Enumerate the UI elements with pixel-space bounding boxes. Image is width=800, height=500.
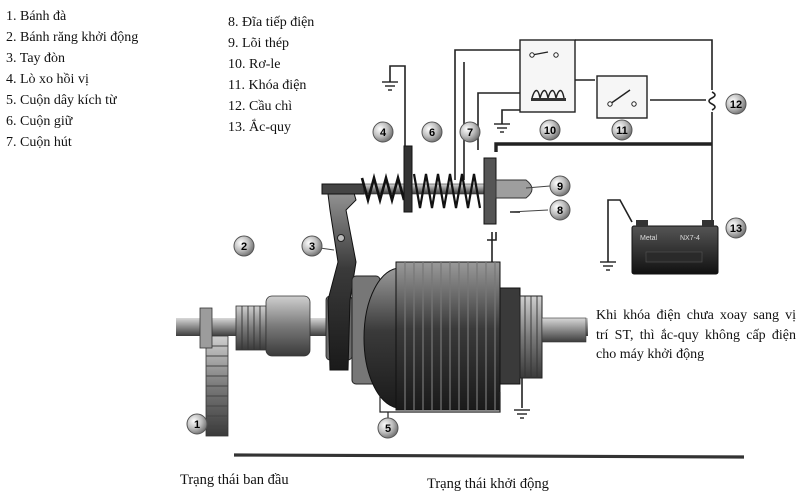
solenoid-plate: [403, 145, 413, 213]
legend-item: 5. Cuộn dây kích từ: [6, 93, 117, 108]
callout-8: 8: [549, 199, 571, 221]
svg-text:9: 9: [557, 181, 563, 193]
battery: Metal NX7-4: [631, 220, 719, 275]
caption-initial-state: Trạng thái ban đầu: [180, 472, 289, 488]
steel-core: [495, 179, 533, 199]
relay: [519, 39, 576, 113]
legend-item: 9. Lõi thép: [228, 36, 290, 51]
callout-7: 7: [459, 121, 481, 143]
shift-lever: [321, 183, 365, 371]
callout-12: 12: [725, 93, 747, 115]
svg-text:7: 7: [467, 127, 473, 139]
callout-3: 3: [301, 235, 323, 257]
svg-text:13: 13: [730, 223, 742, 235]
svg-text:3: 3: [309, 241, 315, 253]
callout-5: 5: [377, 417, 399, 439]
svg-text:4: 4: [380, 127, 387, 139]
ground-symbols: [382, 81, 616, 419]
svg-text:11: 11: [616, 125, 628, 137]
legend-item: 7. Cuộn hút: [6, 135, 72, 150]
callout-9: 9: [549, 175, 571, 197]
contact-disc: [483, 157, 497, 225]
battery-label: Metal: [640, 235, 658, 242]
legend-item: 10. Rơ-le: [228, 57, 281, 72]
flywheel: [205, 335, 229, 437]
svg-text:2: 2: [241, 241, 247, 253]
callout-leaders: [319, 185, 551, 251]
timeline-line: [233, 453, 745, 459]
callout-4: 4: [372, 121, 394, 143]
svg-text:12: 12: [730, 99, 742, 111]
callout-10: 10: [539, 119, 561, 141]
legend-item: 3. Tay đòn: [6, 51, 66, 66]
legend-item: 12. Cầu chì: [228, 99, 293, 114]
svg-text:10: 10: [544, 125, 556, 137]
svg-text:1: 1: [194, 419, 200, 431]
ignition-switch: [596, 75, 648, 119]
callouts: 1 2 3 4 5 6 7 8 9 10 11 12 13: [186, 93, 747, 439]
svg-text:8: 8: [557, 205, 563, 217]
callout-6: 6: [421, 121, 443, 143]
battery-model: NX7-4: [680, 235, 700, 242]
legend-item: 13. Ắc-quy: [228, 120, 291, 135]
legend-item: 8. Đĩa tiếp điện: [228, 15, 315, 30]
svg-text:5: 5: [385, 423, 391, 435]
callout-1: 1: [186, 413, 208, 435]
parts-legend-left: 1. Bánh đà 2. Bánh răng khởi động 3. Tay…: [6, 6, 138, 153]
legend-item: 11. Khóa điện: [228, 78, 307, 93]
svg-text:6: 6: [429, 127, 435, 139]
legend-item: 2. Bánh răng khởi động: [6, 30, 139, 45]
legend-item: 6. Cuộn giữ: [6, 114, 73, 129]
motor-body: [351, 261, 587, 411]
wiring: [389, 39, 716, 408]
callout-11: 11: [611, 119, 633, 141]
parts-legend-right: 8. Đĩa tiếp điện 9. Lõi thép 10. Rơ-le 1…: [228, 12, 314, 138]
caption-starting-state: Trạng thái khởi động: [427, 476, 549, 492]
callout-2: 2: [233, 235, 255, 257]
legend-item: 4. Lò xo hồi vị: [6, 72, 89, 87]
explanation-note: Khi khóa điện chưa xoay sang vị trí ST, …: [596, 308, 796, 362]
hold-coil: [412, 173, 482, 209]
callout-13: 13: [725, 217, 747, 239]
return-spring: [360, 173, 406, 205]
field-coil-bracket: [379, 392, 501, 413]
legend-item: 1. Bánh đà: [6, 9, 67, 24]
